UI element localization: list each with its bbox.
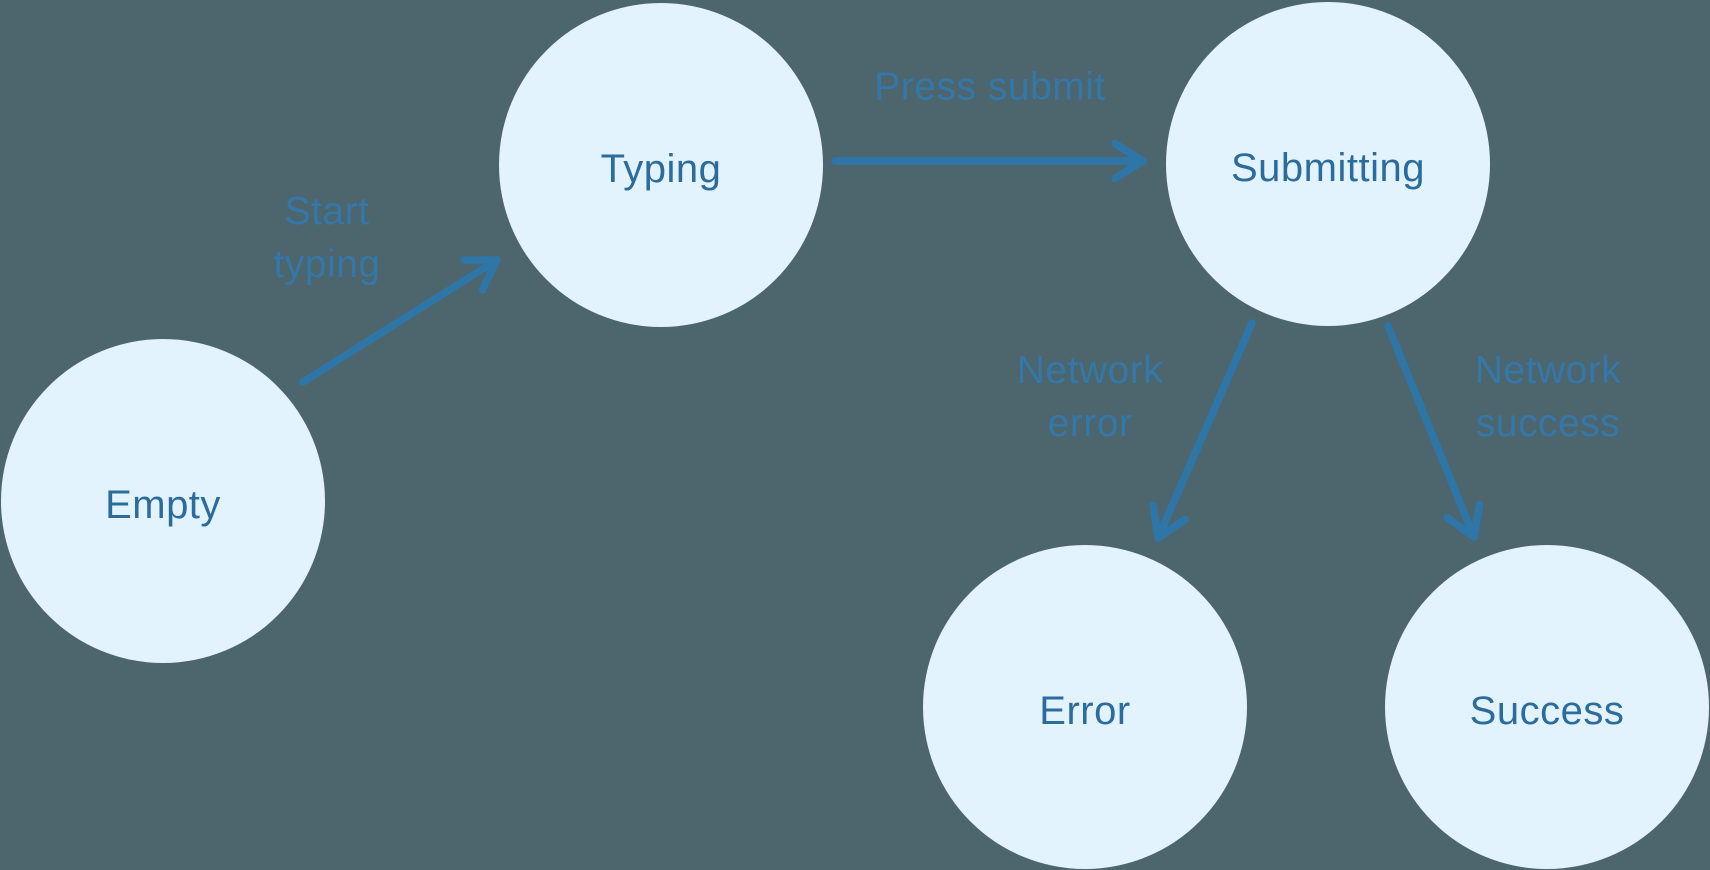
arrowhead-icon [1443, 513, 1478, 541]
transition-label-line: Press submit [874, 65, 1106, 109]
transition-label-line: error [1047, 402, 1133, 445]
arrowhead-icon [1154, 515, 1189, 542]
transition-label-line: Network [1016, 349, 1164, 392]
transition-label-network-success: Network success [1475, 344, 1622, 450]
state-node-label: Error [1039, 688, 1131, 733]
state-node-submitting: Submitting [1166, 2, 1490, 326]
arrow-shaft [1154, 319, 1256, 542]
transition-label-line: success [1475, 402, 1621, 445]
state-node-label: Typing [600, 146, 722, 191]
state-node-empty: Empty [1, 339, 325, 663]
transition-label-line: typing [273, 243, 381, 286]
arrow-shaft [299, 256, 501, 386]
state-node-label: Success [1469, 688, 1625, 733]
state-node-error: Error [923, 545, 1247, 869]
transition-arrow-start-typing [299, 256, 501, 386]
transition-arrow-press-submit [831, 139, 1147, 183]
transition-arrow-network-error [1149, 319, 1256, 542]
state-node-success: Success [1385, 545, 1709, 869]
transition-label-line: Start [284, 190, 370, 233]
transition-label-network-error: Network error [1017, 344, 1164, 450]
state-node-label: Submitting [1231, 145, 1425, 190]
arrow-shaft [1384, 322, 1478, 541]
transition-label-press-submit: Press submit [874, 61, 1105, 114]
transition-label-start-typing: Start typing [273, 185, 380, 291]
state-node-typing: Typing [499, 3, 823, 327]
arrowhead-icon [478, 256, 501, 294]
transition-arrow-network-success [1384, 322, 1484, 541]
state-node-label: Empty [105, 482, 221, 527]
transition-label-line: Network [1474, 349, 1622, 392]
arrowhead-icon [1111, 157, 1147, 183]
arrowhead-icon [1111, 139, 1147, 165]
arrowhead-icon [1470, 500, 1484, 541]
arrowhead-icon [1149, 501, 1162, 542]
